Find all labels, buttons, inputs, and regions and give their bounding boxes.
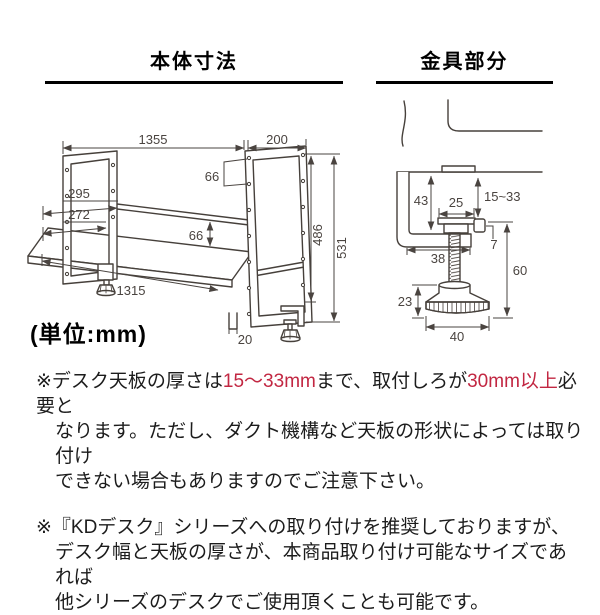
leader-pad-thickness	[486, 225, 494, 239]
dimension-label-pad-thickness: 7	[490, 237, 497, 252]
bracket-diagram: 43 25 15~33 7 38 60 23 40	[396, 99, 543, 344]
note-text: ※『KDデスク』シリーズへの取り付けを推奨しておりますが、	[36, 517, 570, 538]
dim-line-upper-depth	[42, 205, 118, 217]
dimension-label-total-height: 531	[334, 237, 349, 259]
right-side-frame	[244, 145, 313, 328]
frame-corner-line	[447, 99, 543, 132]
note-line: ※デスク天板の厚さは15〜33mmまで、取付しろが30mm以上必要と	[36, 369, 584, 419]
dimension-label-leg-height: 60	[513, 263, 527, 278]
section-title-bracket-part: 金具部分	[376, 45, 553, 84]
note-line: デスク幅と天板の厚さが、本商品取り付け可能なサイズであれば	[36, 540, 584, 590]
note-1: ※デスク天板の厚さは15〜33mmまで、取付しろが30mm以上必要となります。た…	[36, 369, 584, 494]
note-text: 必要と	[36, 371, 577, 417]
dimension-label-hole-pitch: 66	[205, 169, 219, 184]
dimension-label-knob-diameter: 40	[450, 329, 464, 344]
note-text: デスク幅と天板の厚さが、本商品取り付け可能なサイズであれば	[55, 542, 567, 588]
dimension-label-rail-gap: 66	[189, 228, 203, 243]
dimension-label-arm-length: 38	[431, 251, 445, 266]
mount-tab	[228, 312, 238, 330]
adjuster-knob	[425, 280, 490, 314]
threaded-screw	[448, 232, 461, 286]
dimension-label-side-depth: 200	[266, 132, 288, 147]
note-line: 他シリーズのデスクでご使用頂くことも可能です。	[36, 590, 584, 615]
dimension-label-tab-depth: 20	[238, 332, 252, 347]
note-text: できない場合もありますのでご注意下さい。	[55, 471, 436, 492]
screw-pad	[437, 217, 486, 234]
dimension-label-shelf-width: 1315	[117, 283, 146, 298]
note-text: なります。ただし、ダクト機構など天板の形状によっては取り付け	[55, 421, 584, 467]
dimension-label-overall-width: 1355	[139, 132, 168, 147]
highlighted-dimension-text: 15〜33mm	[222, 371, 316, 392]
right-clamp-foot	[280, 305, 305, 343]
section-title-body-dimensions: 本体寸法	[45, 45, 343, 84]
notes: ※デスク天板の厚さは15〜33mmまで、取付しろが30mm以上必要となります。た…	[36, 369, 584, 615]
unit-note: (単位:mm)	[30, 321, 147, 347]
back-rail	[116, 203, 250, 226]
dim-line-lower-depth	[42, 225, 107, 237]
dim-bracket-hole-pitch	[223, 158, 248, 187]
clamp-body	[396, 165, 543, 248]
left-clamp-foot	[96, 263, 116, 297]
highlighted-dimension-text: 30mm以上	[467, 371, 558, 392]
note-text: ※デスク天板の厚さは	[36, 371, 223, 392]
upper-pad	[441, 165, 476, 173]
dim-line-shelf-width	[41, 259, 219, 292]
dimension-label-grip-range: 15~33	[484, 189, 521, 204]
body-dimensions-diagram: 1355 200 66 295 272 66 1315 20 486 531	[27, 132, 349, 347]
dimension-label-lower-depth: 272	[68, 207, 90, 222]
dimension-label-jaw-depth: 43	[414, 193, 428, 208]
upright-break-line	[401, 100, 407, 147]
note-2: ※『KDデスク』シリーズへの取り付けを推奨しておりますが、デスク幅と天板の厚さが…	[36, 515, 584, 615]
note-line: なります。ただし、ダクト機構など天板の形状によっては取り付け	[36, 419, 584, 469]
dimension-label-frame-height: 486	[310, 224, 325, 246]
dimension-label-knob-height: 23	[398, 294, 412, 309]
note-text: 他シリーズのデスクでご使用頂くことも可能です。	[55, 592, 490, 613]
dimension-label-upper-depth: 295	[68, 186, 90, 201]
dimension-label-pad-width: 25	[449, 195, 463, 210]
desk-edge-line	[253, 265, 311, 277]
note-line: ※『KDデスク』シリーズへの取り付けを推奨しておりますが、	[36, 515, 584, 540]
shelf-board	[27, 227, 253, 288]
desk-edge-line	[253, 260, 311, 272]
note-line: できない場合もありますのでご注意下さい。	[36, 469, 584, 494]
note-text: まで、取付しろが	[315, 371, 468, 392]
